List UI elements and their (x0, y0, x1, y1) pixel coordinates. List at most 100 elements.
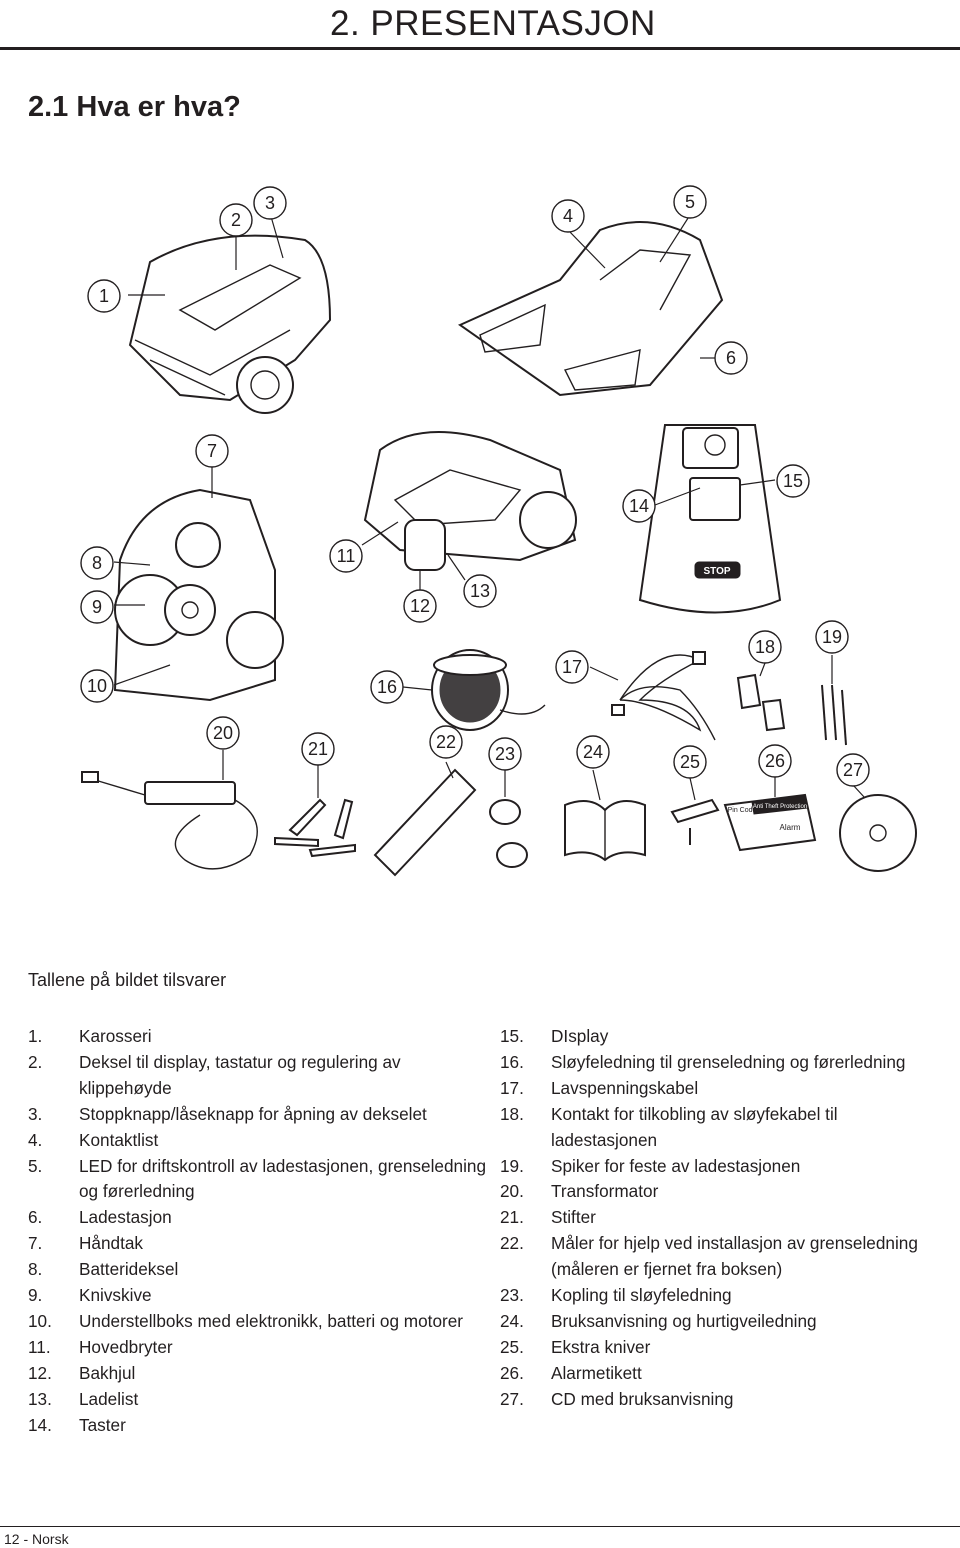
svg-text:20: 20 (213, 723, 233, 743)
legend-item: 12.Bakhjul (28, 1362, 136, 1383)
callout-20: 20 (206, 716, 240, 750)
legend-item: 16.Sløyfeledning til grenseledning og fø… (500, 1051, 906, 1072)
section-title: 2.1 Hva er hva? (28, 91, 241, 123)
blades-drawing (670, 777, 720, 845)
callout-25: 25 (673, 745, 707, 779)
callout-11: 11 (329, 539, 363, 573)
alarm-sticker-drawing: Anti Theft Protection Pin Code Alarm (723, 776, 817, 852)
svg-text:25: 25 (680, 752, 700, 772)
callout-5: 5 (673, 185, 707, 219)
svg-text:16: 16 (377, 677, 397, 697)
legend-item: 17.Lavspenningskabel (500, 1077, 699, 1098)
mower-front-drawing (128, 212, 332, 414)
gauge-drawing (373, 761, 477, 877)
callout-26: 26 (758, 744, 792, 778)
mower-rear-drawing (361, 431, 577, 590)
svg-text:1: 1 (99, 286, 109, 306)
sticker-pin: Pin Code (728, 807, 757, 814)
svg-text:4: 4 (563, 206, 573, 226)
legend-item: 4.Kontaktlist (28, 1129, 159, 1150)
legend-item: 22.Måler for hjelp ved installasjon av g… (500, 1233, 918, 1280)
svg-text:17: 17 (562, 657, 582, 677)
callout-2: 2 (219, 203, 253, 237)
legend-item: 7.Håndtak (28, 1233, 144, 1254)
svg-text:24: 24 (583, 742, 603, 762)
svg-text:11: 11 (337, 546, 356, 566)
legend-item: 13.Ladelist (28, 1388, 139, 1409)
svg-text:15: 15 (783, 471, 803, 491)
svg-text:23: 23 (495, 744, 515, 764)
charging-station-drawing (457, 214, 724, 397)
callout-18: 18 (748, 630, 782, 664)
cd-drawing (839, 784, 917, 872)
legend-item: 24.Bruksanvisning og hurtigveiledning (500, 1310, 817, 1331)
legend-item: 23.Kopling til sløyfeledning (500, 1285, 732, 1306)
svg-text:3: 3 (265, 193, 275, 213)
svg-text:7: 7 (207, 441, 217, 461)
legend-item: 19.Spiker for feste av ladestasjonen (500, 1155, 801, 1176)
legend-item: 21.Stifter (500, 1207, 596, 1228)
callout-4: 4 (551, 199, 585, 233)
legend-item: 5.LED for driftskontroll av ladestasjone… (28, 1155, 487, 1202)
legend-item: 14.Taster (28, 1414, 126, 1435)
legend-item: 10.Understellboks med elektronikk, batte… (28, 1310, 464, 1331)
svg-text:6: 6 (726, 348, 736, 368)
manual-book-drawing (564, 769, 646, 862)
legend-item: 1.Karosseri (28, 1026, 152, 1046)
legend-item: 27.CD med bruksanvisning (500, 1388, 734, 1409)
callout-16: 16 (370, 670, 404, 704)
svg-text:10: 10 (87, 676, 107, 696)
callout-23: 23 (488, 737, 522, 771)
callout-17: 17 (555, 650, 589, 684)
footer-rule (0, 1526, 960, 1527)
callout-27: 27 (836, 753, 870, 787)
svg-text:26: 26 (765, 751, 785, 771)
legend-item: 18.Kontakt for tilkobling av sløyfekabel… (500, 1103, 838, 1150)
page-footer: 12 - Norsk (4, 1531, 69, 1547)
callout-6: 6 (714, 341, 748, 375)
callout-21: 21 (301, 732, 335, 766)
svg-text:18: 18 (755, 637, 775, 657)
legend-item: 6.Ladestasjon (28, 1207, 172, 1228)
legend-item: 2.Deksel til display, tastatur og regule… (28, 1051, 401, 1098)
sticker-alarm: Alarm (780, 823, 801, 832)
header-rule (0, 47, 960, 50)
callout-8: 8 (80, 546, 114, 580)
connector-drawing (736, 662, 786, 732)
legend-item: 26.Alarmetikett (500, 1362, 642, 1383)
low-voltage-cable-drawing (589, 651, 716, 741)
svg-text:8: 8 (92, 553, 102, 573)
parts-illustration: STOP (80, 185, 917, 877)
svg-text:22: 22 (436, 732, 456, 752)
callout-15: 15 (776, 464, 810, 498)
chapter-title: 2. PRESENTASJON (330, 4, 656, 43)
callout-9: 9 (80, 590, 114, 624)
callout-24: 24 (576, 735, 610, 769)
legend-item: 25.Ekstra kniver (500, 1336, 651, 1357)
wire-coil-drawing (402, 649, 546, 731)
coupler-drawing (489, 770, 528, 868)
callout-3: 3 (253, 186, 287, 220)
svg-text:19: 19 (822, 627, 842, 647)
pegs-drawing (821, 655, 847, 746)
callout-14: 14 (622, 489, 656, 523)
sticker-title: Anti Theft Protection (753, 804, 807, 810)
svg-text:12: 12 (410, 596, 430, 616)
legend-item: 20.Transformator (500, 1181, 659, 1202)
svg-text:2: 2 (231, 210, 241, 230)
transformer-drawing (81, 750, 258, 870)
stop-label: STOP (703, 566, 730, 577)
callout-10: 10 (80, 669, 114, 703)
callout-13: 13 (463, 574, 497, 608)
svg-text:14: 14 (629, 496, 649, 516)
staples-drawing (274, 765, 356, 858)
legend-item: 3.Stoppknapp/låseknapp for åpning av dek… (28, 1103, 427, 1124)
svg-text:9: 9 (92, 597, 102, 617)
svg-text:13: 13 (470, 581, 490, 601)
legend-item: 11.Hovedbryter (28, 1336, 173, 1357)
legend-item: 8.Batterideksel (28, 1259, 179, 1280)
legend-right-list: 15.DIsplay 16.Sløyfeledning til grensele… (500, 1024, 940, 1413)
legend-item: 9.Knivskive (28, 1285, 152, 1306)
svg-text:5: 5 (685, 192, 695, 212)
svg-text:27: 27 (843, 760, 863, 780)
